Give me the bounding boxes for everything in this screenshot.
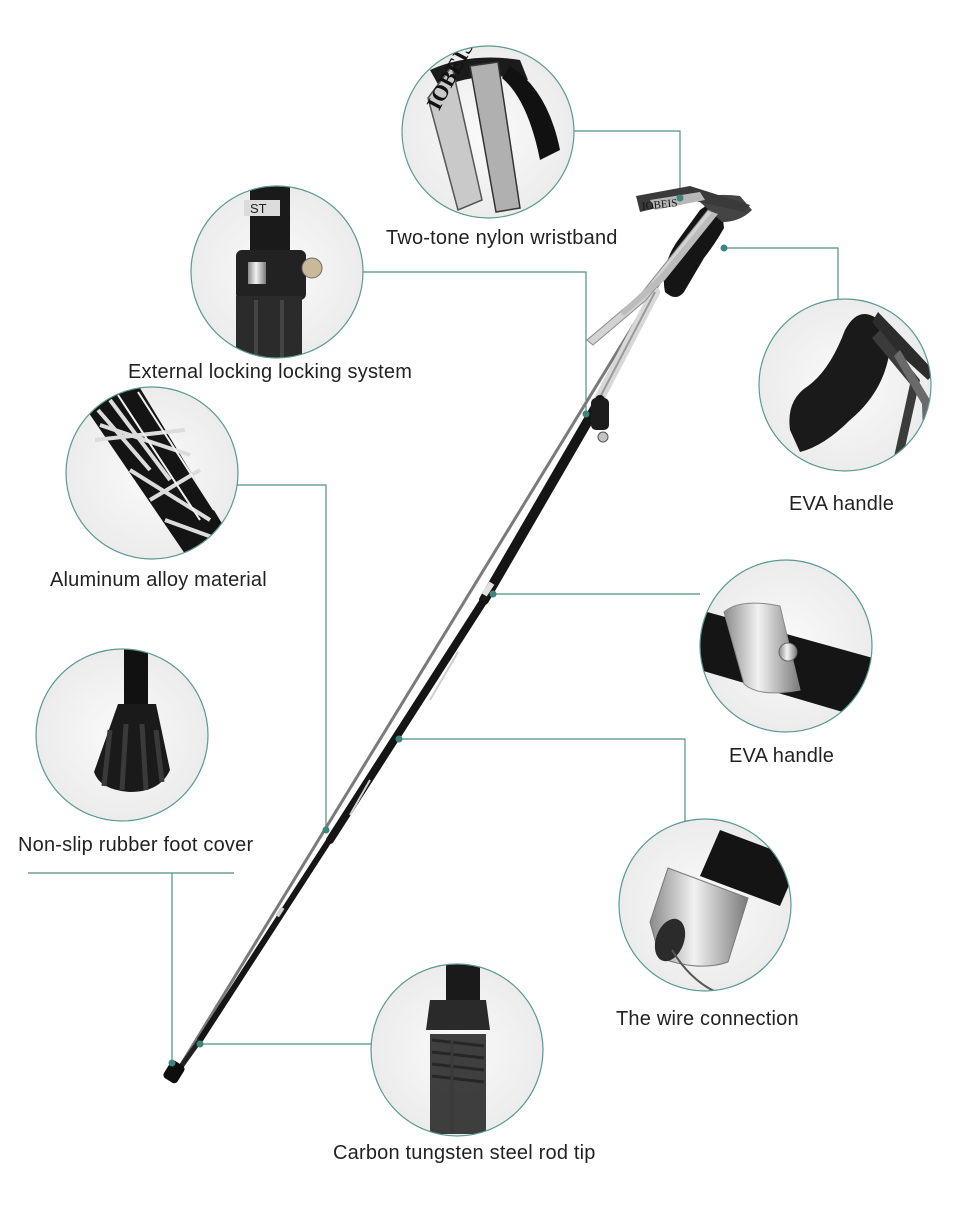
trekking-pole: IOBEIS: [163, 186, 752, 1084]
connector-eva-top: [724, 247, 839, 300]
label-lock: External locking locking system: [128, 361, 413, 383]
connector-aluminum: [237, 484, 327, 830]
lock-closeup-icon: ST: [236, 186, 323, 358]
label-wristband: Two-tone nylon wristband: [386, 227, 618, 249]
closeup-tip: [370, 963, 544, 1137]
closeup-lock: ST: [190, 185, 364, 359]
connector-lock: [363, 271, 587, 414]
wristband-print: IOBEIS: [641, 197, 678, 213]
rubber-foot-closeup-icon: [94, 649, 170, 792]
label-wire: The wire connection: [616, 1008, 799, 1030]
closeup-aluminum: [65, 386, 239, 560]
aluminum-closeup-icon: [80, 388, 232, 559]
eva-ring-closeup-icon: [700, 602, 872, 720]
rod-tip-closeup-icon: [426, 964, 490, 1134]
closeup-wire: [618, 818, 792, 992]
closeup-foot: [35, 648, 209, 822]
label-aluminum: Aluminum alloy material: [50, 569, 267, 591]
lock-closeup-print: ST: [250, 201, 267, 216]
connector-wristband: [572, 130, 681, 198]
label-foot: Non-slip rubber foot cover: [18, 834, 254, 856]
closeup-eva-top: [758, 298, 932, 472]
connector-dots: [168, 194, 728, 1067]
wire-connection-closeup-icon: [649, 830, 791, 991]
connector-lines: [28, 130, 839, 1063]
label-eva-mid: EVA handle: [729, 745, 835, 767]
connector-wire: [399, 738, 686, 822]
closeup-wristband: IOBEIS: [401, 45, 575, 219]
label-eva-top: EVA handle: [789, 493, 895, 515]
closeup-eva-mid: [699, 559, 873, 733]
label-tip: Carbon tungsten steel rod tip: [333, 1142, 596, 1164]
